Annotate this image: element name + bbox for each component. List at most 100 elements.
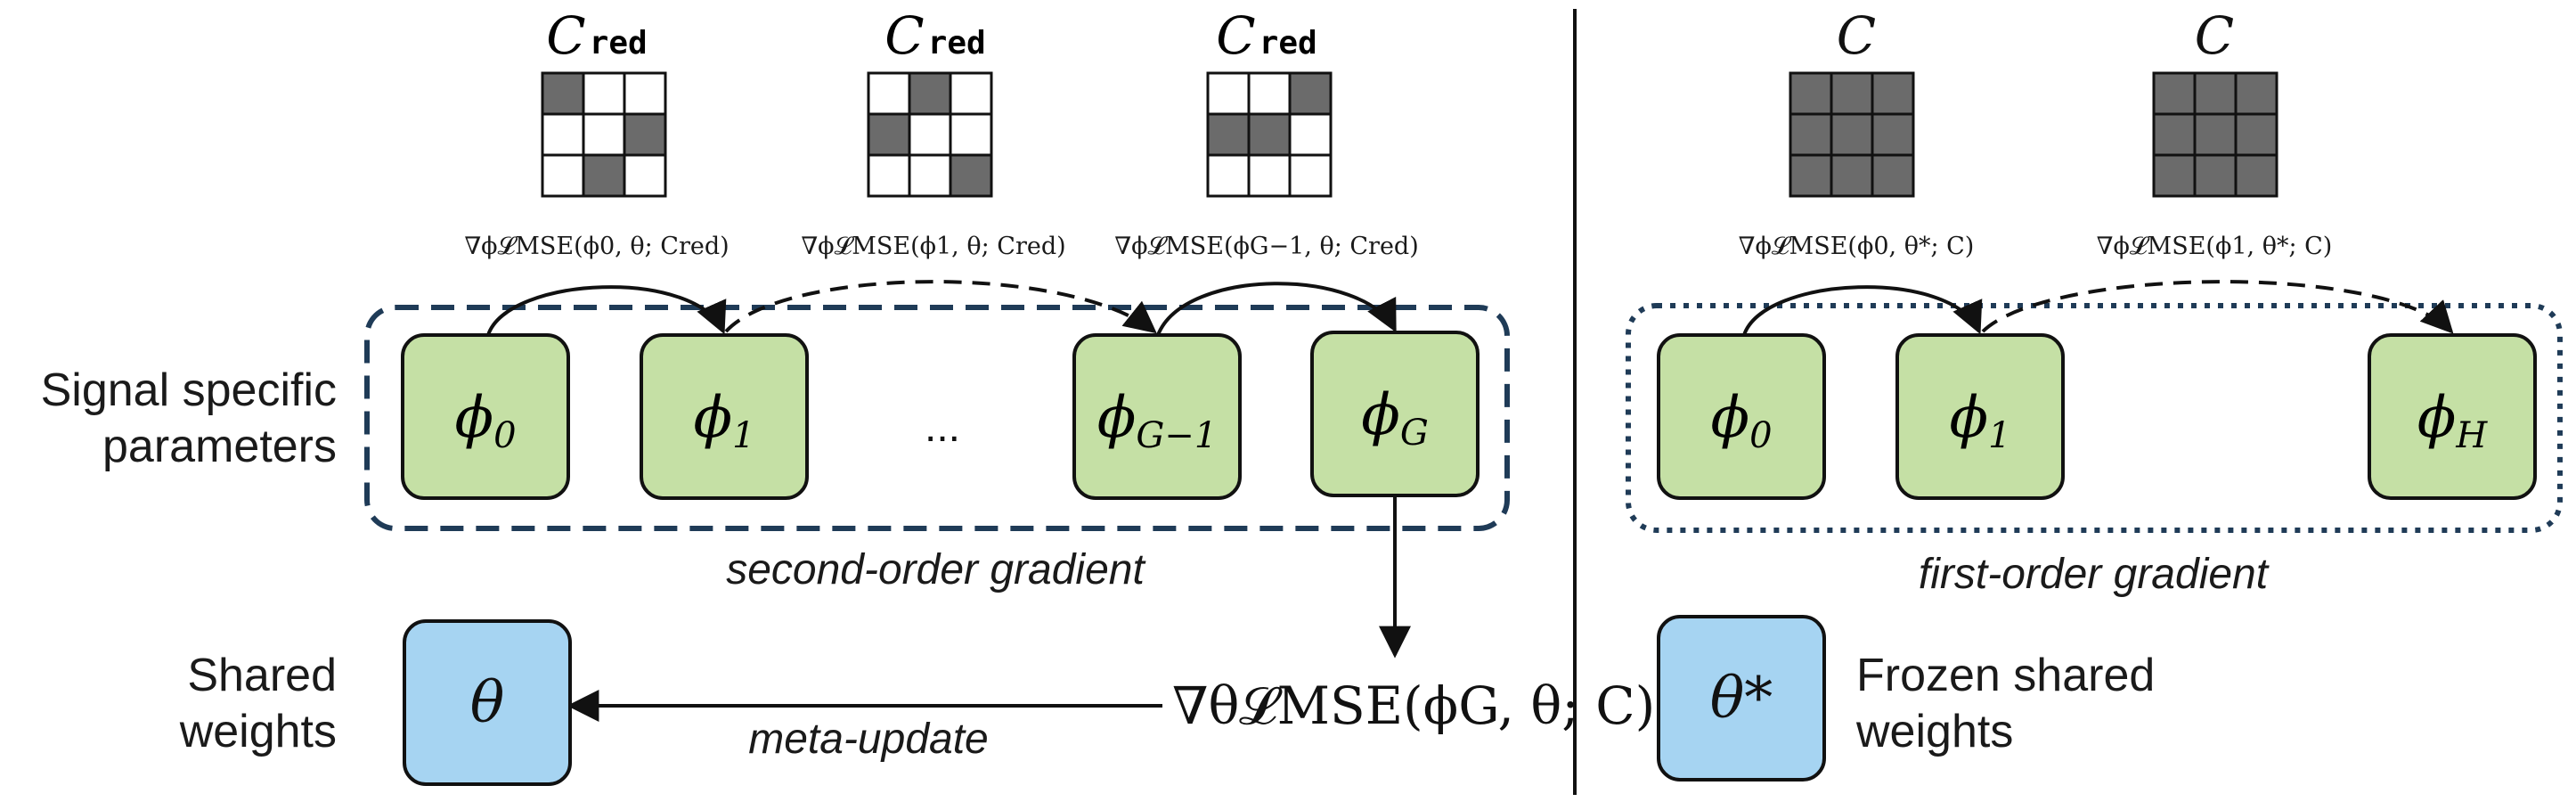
param-box-phi-g: ϕG [1310,331,1480,497]
mask-cell-sampled [949,153,993,198]
mask-cell-empty [1288,112,1333,157]
mask-full-0-title: C [1837,5,1876,66]
mask-cell-sampled [1789,71,1833,116]
mask-cell-empty [623,71,667,116]
first-order-group [1626,303,2563,533]
param-box-phi-1: ϕ1 [640,333,809,500]
param-box-phi-g-minus-1: ϕG−1 [1072,333,1242,500]
arc-right-phi0-phi1 [1742,285,1983,336]
svg-text:θ: θ [470,670,505,736]
mask-0-grid [541,71,667,198]
mask-2-gradient: ∇ϕ𝓛MSE(ϕG−1, θ; Cred) [1114,233,1419,260]
signal-params-label-line2: parameters [102,421,337,472]
svg-text:ϕ1: ϕ1 [693,385,754,456]
mask-cell-sampled [1871,71,1915,116]
mask-cell-sampled [1247,112,1292,157]
mask-cell-sampled [1789,112,1833,157]
mask-cell-sampled [1288,71,1333,116]
svg-text:ϕG: ϕG [1361,382,1429,454]
param-box-phi-0: ϕ0 [401,333,570,500]
mask-cell-sampled [623,112,667,157]
mask-cell-sampled [867,112,911,157]
param-box-right-phi-1: ϕ1 [1895,333,2065,500]
mask-cell-sampled [908,71,952,116]
mask-cell-sampled [1871,112,1915,157]
svg-text:ϕ1: ϕ1 [1949,385,2010,456]
mask-cell-empty [949,112,993,157]
mask-cell-sampled [1789,153,1833,198]
svg-text:ϕG−1: ϕG−1 [1097,385,1218,456]
mask-cell-sampled [1830,112,1874,157]
mask-cell-sampled [1871,153,1915,198]
arc-phi0-phi1 [486,285,727,336]
mask-cell-sampled [2193,112,2238,157]
mask-2-grid [1206,71,1333,198]
arc-right-phi1-phih [1981,280,2454,334]
mask-cell-empty [541,112,585,157]
shared-weights-label-line1: Shared [187,650,337,701]
mask-cell-empty [1247,153,1292,198]
shared-weights-label-line2: weights [179,706,337,757]
svg-text:θ*: θ* [1710,666,1773,732]
mask-cell-empty [867,153,911,198]
mask-cell-sampled [2152,153,2197,198]
mask-full-0-gradient: ∇ϕ𝓛MSE(ϕ0, θ*; C) [1739,233,1975,260]
mask-cell-sampled [2234,112,2278,157]
mask-1-grid [867,71,993,198]
mask-cell-sampled [2152,71,2197,116]
params-ellipsis: ... [925,404,960,451]
first-order-caption: first-order gradient [1919,551,2270,598]
shared-weights-box: θ [403,619,572,786]
svg-text:ϕ0: ϕ0 [454,385,516,456]
mask-cell-empty [623,153,667,198]
mask-cell-empty [1206,71,1251,116]
mask-cell-empty [1288,153,1333,198]
mask-full-1-gradient: ∇ϕ𝓛MSE(ϕ1, θ*; C) [2097,233,2333,260]
mask-0-gradient: ∇ϕ𝓛MSE(ϕ0, θ; Cred) [464,233,729,260]
mask-1-gradient: ∇ϕ𝓛MSE(ϕ1, θ; Cred) [801,233,1065,260]
mask-cell-empty [949,71,993,116]
mask-cell-empty [1206,153,1251,198]
mask-full-1: C ∇ϕ𝓛MSE(ϕ1, θ*; C) [2097,5,2333,260]
second-order-group [364,305,1510,531]
param-box-right-phi-0: ϕ0 [1657,333,1826,500]
frozen-weights-label-line1: Frozen shared [1856,650,2155,701]
mask-full-0: C ∇ϕ𝓛MSE(ϕ0, θ*; C) [1739,5,1975,260]
mask-cell-empty [908,112,952,157]
mask-full-0-grid [1789,71,1915,198]
mask-cell-sampled [1830,153,1874,198]
frozen-weights-label-line2: weights [1855,706,2013,757]
mask-full-1-grid [2152,71,2278,198]
mask-cell-empty [582,112,626,157]
mask-cell-empty [1247,71,1292,116]
meta-update-caption: meta-update [748,716,989,763]
mask-cell-sampled [541,71,585,116]
svg-text:ϕH: ϕH [2417,385,2489,456]
signal-params-label-line1: Signal specific [41,364,337,416]
mask-cell-sampled [1206,112,1251,157]
mask-full-1-title: C [2195,5,2234,66]
arc-phig-1-phig [1156,282,1397,336]
mask-cell-sampled [2193,153,2238,198]
mask-cell-sampled [2234,153,2278,198]
mask-cell-empty [582,71,626,116]
second-order-caption: second-order gradient [726,546,1145,593]
mask-cell-sampled [582,153,626,198]
mask-cell-sampled [2234,71,2278,116]
param-box-right-phi-h: ϕH [2368,333,2537,500]
frozen-weights-box: θ* [1657,615,1826,782]
mask-cell-empty [541,153,585,198]
mask-cell-sampled [2193,71,2238,116]
mask-cell-empty [867,71,911,116]
mask-cell-sampled [2152,112,2197,157]
arc-phi1-phig-1 [724,280,1157,334]
svg-text:ϕ0: ϕ0 [1710,385,1772,456]
mask-cell-sampled [1830,71,1874,116]
outer-gradient: ∇θ𝓛MSE(ϕG, θ; C) [1172,675,1655,736]
